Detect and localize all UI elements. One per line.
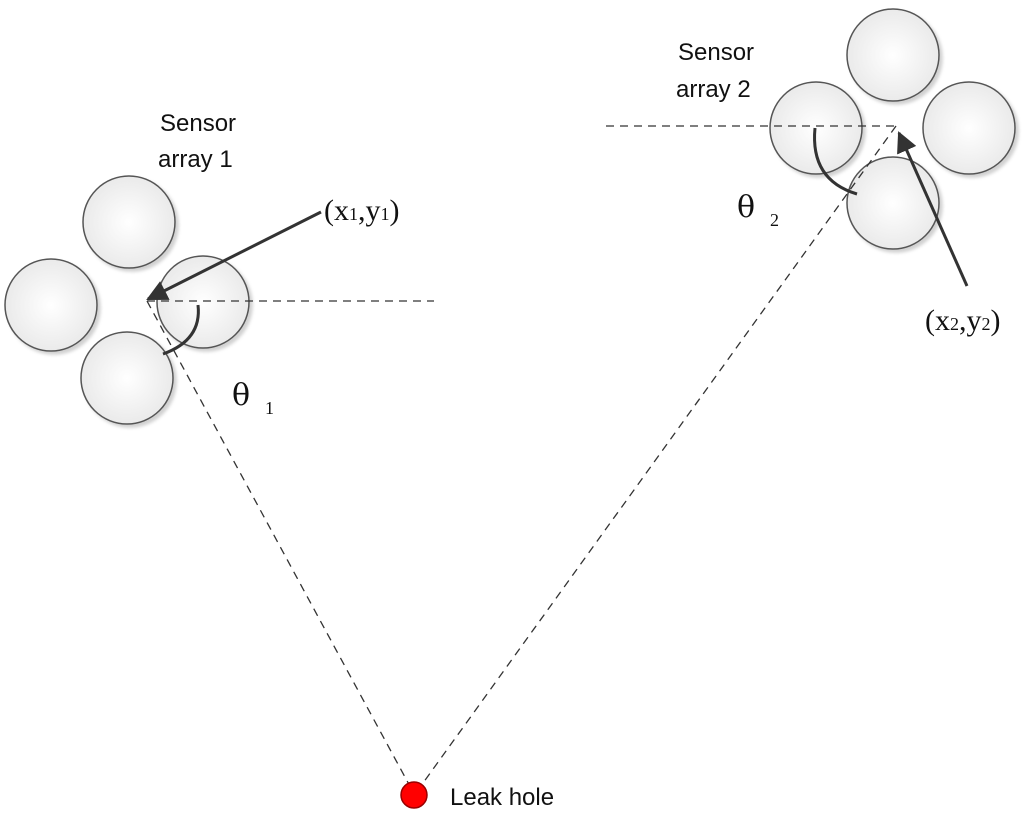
pointer-arrow-1 xyxy=(146,210,322,301)
point-1-sub-x: 1 xyxy=(349,204,358,224)
sensor-array-2-label-line1: Sensor xyxy=(678,39,754,66)
point-1-sub-y: 1 xyxy=(381,204,390,224)
angle-1-subscript: 1 xyxy=(265,398,274,418)
bearing-line-1 xyxy=(146,300,413,791)
sensor-1-right xyxy=(156,255,250,349)
angle-2-symbol: θ xyxy=(737,190,755,225)
point-2-open: (x xyxy=(925,304,950,337)
sensor-1-bottom xyxy=(80,331,174,425)
point-1-comma-y: ,y xyxy=(358,194,381,227)
sensor-2-top xyxy=(846,8,940,102)
angle-2-subscript: 2 xyxy=(770,210,779,230)
point-2-sub-x: 2 xyxy=(950,314,959,334)
sensor-2-bottom xyxy=(846,156,940,250)
angle-arc-2 xyxy=(813,127,858,196)
point-1-close: ) xyxy=(390,194,400,227)
sensor-array-1-label-line1: Sensor xyxy=(160,110,236,137)
angle-arc-1 xyxy=(162,304,200,356)
pointer-arrow-2 xyxy=(897,131,969,287)
sensor-1-left xyxy=(4,258,98,352)
sensor-array-2-label-line2: array 2 xyxy=(676,76,751,103)
sensor-1-top xyxy=(82,175,176,269)
point-2-comma-y: ,y xyxy=(959,304,982,337)
point-2-coordinate-label: (x2,y2) xyxy=(925,304,1001,337)
sensor-2-left xyxy=(769,81,863,175)
point-2-close: ) xyxy=(991,304,1001,337)
sensor-array-1-label-line2: array 1 xyxy=(158,146,233,173)
bearing-line-2 xyxy=(417,125,897,791)
leak-hole-marker xyxy=(400,781,428,809)
sensor-array-2 xyxy=(769,8,1016,250)
point-1-coordinate-label: (x1,y1) xyxy=(324,194,400,227)
sensor-array-1 xyxy=(4,175,250,425)
angle-1-symbol: θ xyxy=(232,378,250,413)
sensor-2-right xyxy=(922,81,1016,175)
leak-hole-label: Leak hole xyxy=(450,784,554,811)
point-1-open: (x xyxy=(324,194,349,227)
point-2-sub-y: 2 xyxy=(982,314,991,334)
